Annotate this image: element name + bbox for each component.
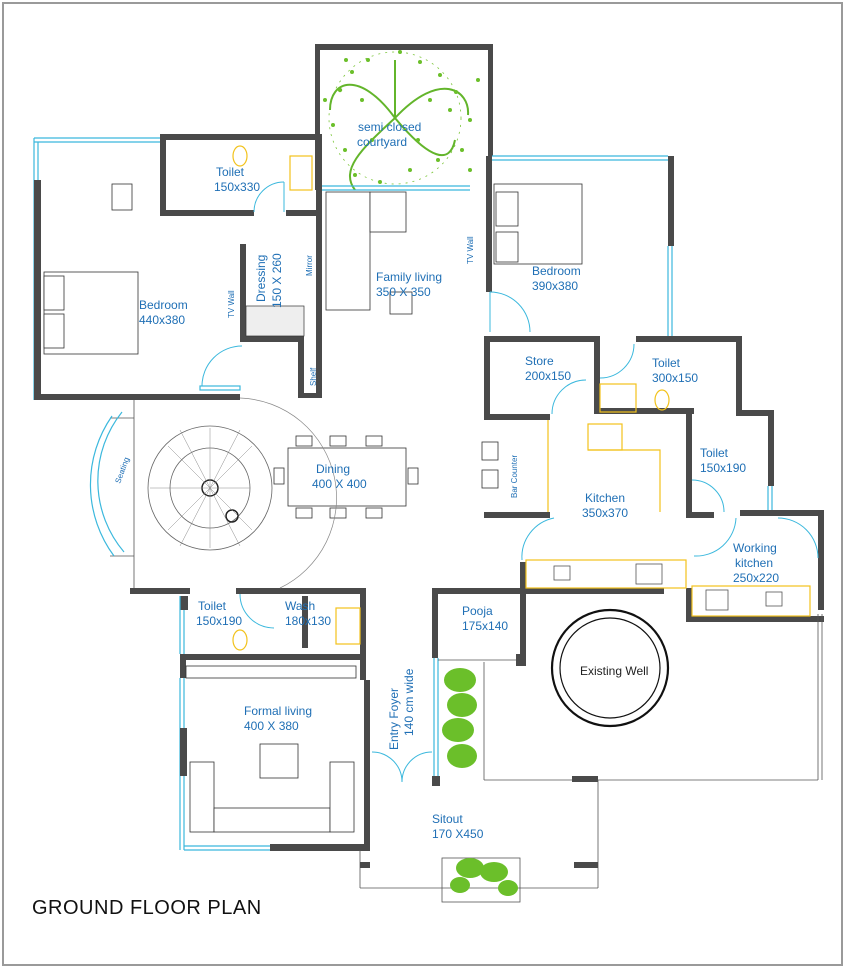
courtyard-area bbox=[315, 44, 493, 191]
courtyard-label-2: courtyard bbox=[357, 135, 407, 149]
entry-foyer-label-1: Entry Foyer bbox=[387, 688, 401, 750]
formal-living-size: 400 X 380 bbox=[244, 719, 299, 733]
working-kitchen-size: 250x220 bbox=[733, 571, 779, 585]
toilet-nw-size: 150x330 bbox=[214, 180, 260, 194]
kitchen-name: Kitchen bbox=[585, 491, 625, 505]
toilet-e-name: Toilet bbox=[700, 446, 729, 460]
store-name: Store bbox=[525, 354, 554, 368]
entry-foyer-label-2: 140 cm wide bbox=[402, 668, 416, 736]
tv-wall-e-label: TV Wall bbox=[466, 236, 475, 264]
room-labels: semi closed courtyard Toilet 150x330 Dre… bbox=[139, 120, 779, 841]
store-size: 200x150 bbox=[525, 369, 571, 383]
spiral-staircase bbox=[89, 397, 337, 589]
bedroom-e-size: 390x380 bbox=[532, 279, 578, 293]
pooja-size: 175x140 bbox=[462, 619, 508, 633]
dining-name: Dining bbox=[316, 462, 350, 476]
kitchen-size: 350x370 bbox=[582, 506, 628, 520]
family-living-name: Family living bbox=[376, 270, 442, 284]
toilet-sw-size: 150x190 bbox=[196, 614, 242, 628]
bedroom-e-name: Bedroom bbox=[532, 264, 581, 278]
toilet-ne-size: 300x150 bbox=[652, 371, 698, 385]
pooja-name: Pooja bbox=[462, 604, 493, 618]
toilet-nw-name: Toilet bbox=[216, 165, 245, 179]
existing-well-label: Existing Well bbox=[580, 664, 648, 678]
bedroom-w-size: 440x380 bbox=[139, 313, 185, 327]
west-wing-walls bbox=[33, 134, 322, 400]
existing-well-icon bbox=[550, 608, 670, 728]
formal-living-name: Formal living bbox=[244, 704, 312, 718]
bedroom-w-name: Bedroom bbox=[139, 298, 188, 312]
door-arcs bbox=[201, 181, 819, 783]
working-kitchen-label-2: kitchen bbox=[735, 556, 773, 570]
tree-icon bbox=[323, 50, 480, 191]
dining-size: 400 X 400 bbox=[312, 477, 367, 491]
wash-name: Wash bbox=[285, 599, 315, 613]
plant-icon bbox=[442, 668, 518, 896]
east-wing-walls bbox=[484, 155, 824, 666]
sitout-name: Sitout bbox=[432, 812, 463, 826]
sitout-size: 170 X450 bbox=[432, 827, 484, 841]
mirror-label: Mirror bbox=[305, 255, 314, 276]
south-walls bbox=[130, 394, 823, 903]
toilet-e-size: 150x190 bbox=[700, 461, 746, 475]
furniture bbox=[43, 183, 583, 833]
seating-label: Seating bbox=[113, 456, 131, 485]
kitchen-fixtures bbox=[232, 145, 811, 651]
dressing-name: Dressing bbox=[254, 255, 268, 302]
bar-counter-label: Bar Counter bbox=[510, 455, 519, 498]
working-kitchen-label-1: Working bbox=[733, 541, 777, 555]
wash-size: 180x130 bbox=[285, 614, 331, 628]
plan-title: GROUND FLOOR PLAN bbox=[32, 897, 262, 919]
tv-wall-w-label: TV Wall bbox=[227, 290, 236, 318]
toilet-sw-name: Toilet bbox=[198, 599, 227, 613]
dressing-size: 150 X 260 bbox=[270, 253, 284, 308]
courtyard-label-1: semi closed bbox=[358, 120, 421, 134]
family-living-size: 350 X 350 bbox=[376, 285, 431, 299]
toilet-ne-name: Toilet bbox=[652, 356, 681, 370]
shelf-label: Shelf bbox=[309, 367, 318, 386]
